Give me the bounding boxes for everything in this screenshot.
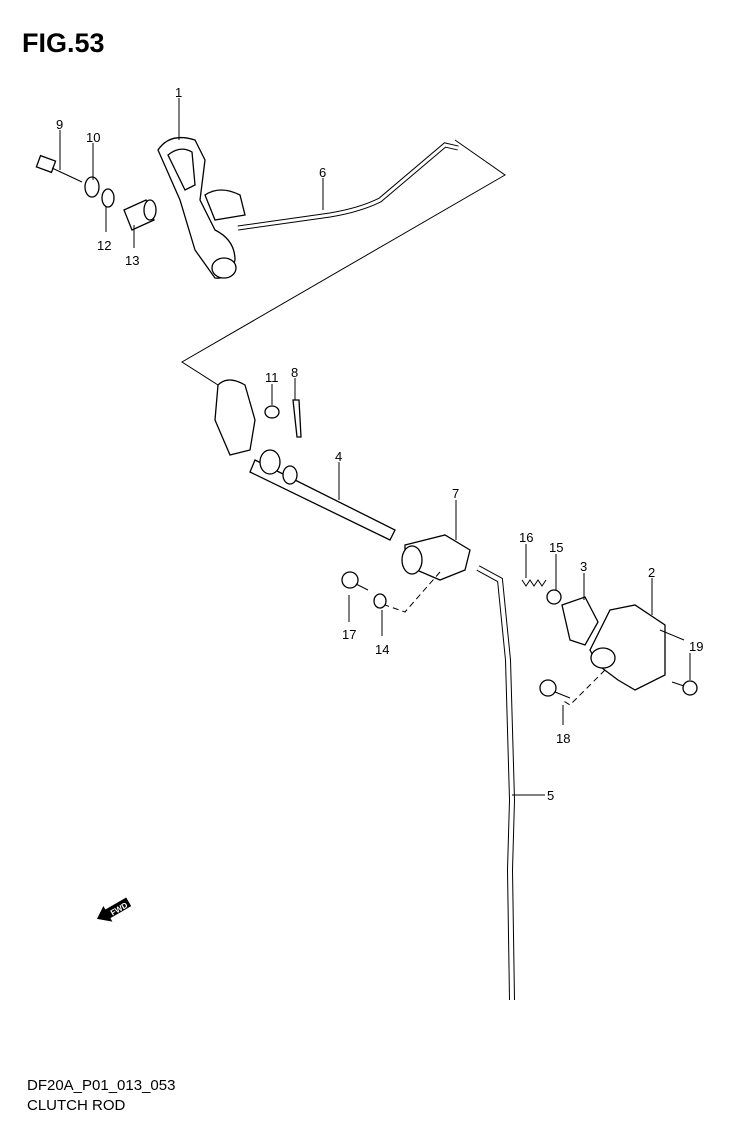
callout-5: 5 <box>547 788 554 803</box>
assembly-guide-line <box>181 139 506 386</box>
part-7-rod-joint[interactable] <box>401 534 471 581</box>
part-19-screw[interactable] <box>671 680 698 696</box>
callout-16: 16 <box>519 530 533 545</box>
diagram-code: DF20A_P01_013_053 <box>27 1077 176 1094</box>
callout-15: 15 <box>549 540 563 555</box>
part-18-bolt[interactable] <box>539 679 571 699</box>
part-15-ball[interactable] <box>546 589 562 605</box>
part-1-clutch-lever[interactable] <box>157 136 246 279</box>
callout-17: 17 <box>342 627 356 642</box>
part-2-clutch-bracket[interactable] <box>589 604 685 691</box>
part-6-shift-rod[interactable] <box>237 142 459 231</box>
diagram-caption: DF20A_P01_013_053 CLUTCH ROD <box>27 1076 175 1116</box>
part-9-bolt[interactable] <box>35 154 83 183</box>
callout-1: 1 <box>175 85 182 100</box>
part-4-clutch-shaft[interactable] <box>214 379 396 541</box>
callout-11: 11 <box>265 370 279 385</box>
callout-10: 10 <box>86 130 100 145</box>
callout-19: 19 <box>689 639 703 654</box>
callout-8: 8 <box>291 365 298 380</box>
part-12-ring[interactable] <box>101 188 115 208</box>
callout-12: 12 <box>97 238 111 253</box>
part-11-washer[interactable] <box>264 405 280 419</box>
callout-7: 7 <box>452 486 459 501</box>
part-8-cotter-pin[interactable] <box>292 399 302 438</box>
callout-18: 18 <box>556 731 570 746</box>
callout-labels: 1 2 3 4 5 6 7 8 9 10 11 12 13 14 15 16 1… <box>56 85 703 803</box>
callout-9: 9 <box>56 117 63 132</box>
part-10-washer[interactable] <box>84 176 100 198</box>
fwd-arrow-icon: FWD <box>97 897 132 922</box>
part-17-bolt[interactable] <box>341 571 369 591</box>
part-16-spring[interactable] <box>521 579 547 587</box>
callout-3: 3 <box>580 559 587 574</box>
callout-13: 13 <box>125 253 139 268</box>
part-14-nut[interactable] <box>373 593 387 609</box>
part-13-bushing[interactable] <box>123 199 157 231</box>
part-3-detent-plate[interactable] <box>561 596 599 646</box>
callout-4: 4 <box>335 449 342 464</box>
callout-6: 6 <box>319 165 326 180</box>
callout-leaders <box>59 98 691 796</box>
figure-title: FIG.53 <box>22 28 105 58</box>
callout-2: 2 <box>648 565 655 580</box>
callout-14: 14 <box>375 642 389 657</box>
diagram-name: CLUTCH ROD <box>27 1097 126 1114</box>
